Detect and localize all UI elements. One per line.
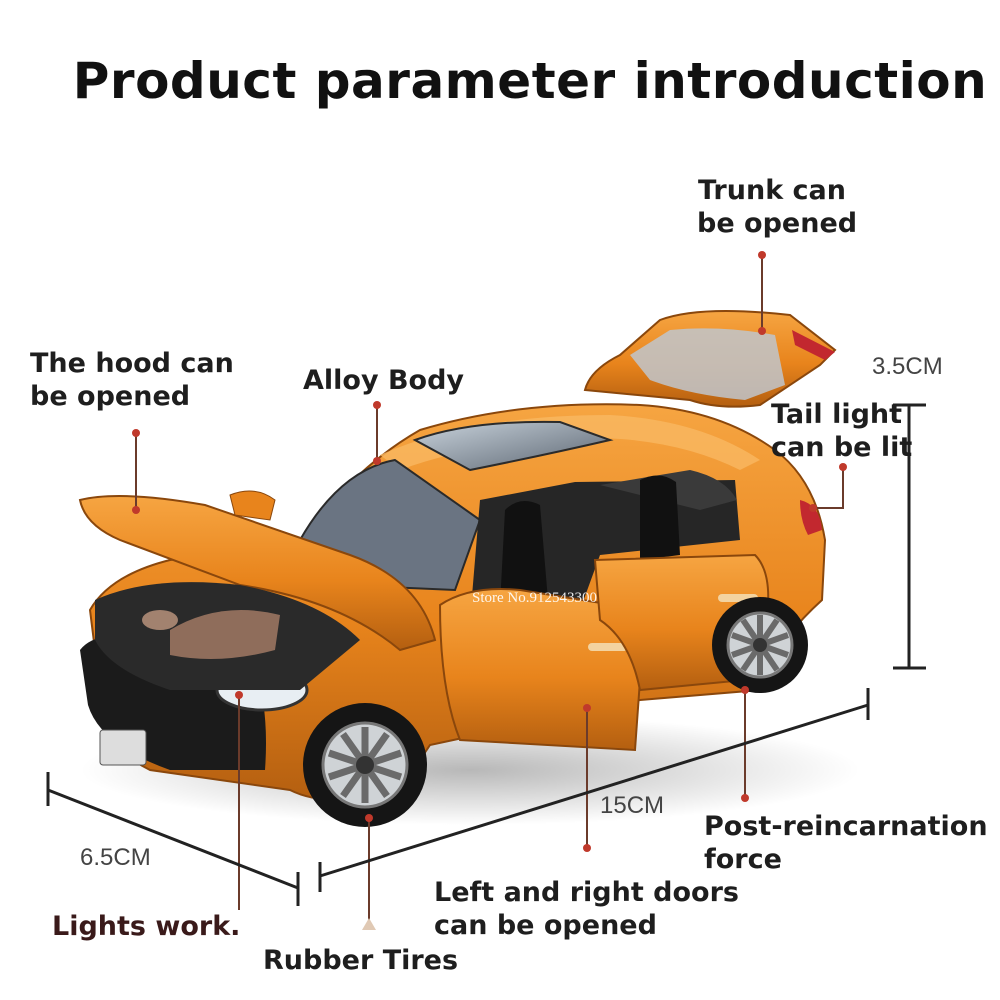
length-dim-line [319,703,869,878]
tires-label: Rubber Tires [263,945,459,976]
alloy-body-label: Alloy Body [303,365,465,396]
length-dimension: 15CM [600,792,665,819]
tail-light [800,500,822,535]
hood-callout-label: The hood can be opened [30,348,234,412]
sunroof [412,420,614,472]
model-car [78,310,837,827]
dimension-lines [46,403,926,906]
front-door [438,588,647,752]
tires-callout-pointer [362,918,376,930]
height-dimension: 3.5CM [872,353,943,380]
page-title: Product parameter introduction [72,52,988,110]
callout-dots [132,251,847,852]
tail-light-callout-dot [839,463,847,471]
license-plate [99,729,147,766]
tail-light-label: Tail light can be lit [771,399,913,463]
width-dimension: 6.5CM [80,844,151,871]
alloy-callout-dot [373,401,381,409]
trunk-callout-label: Trunk can be opened [697,175,858,239]
width-dim-line [47,788,299,890]
store-watermark: Store No.912543300 [472,590,597,606]
hood-callout-dot [132,429,140,437]
tail-light-callout-line [815,468,844,509]
post-reincarnation-label: Post-reincarnation force [704,811,988,875]
rear-wheel [712,597,808,693]
hood-panel [78,495,437,652]
post-reincarnation-callout-dot [741,794,749,802]
lights-label: Lights work. [52,911,241,942]
front-wheel [303,703,427,827]
doors-callout-dot [583,844,591,852]
doors-label: Left and right doors can be opened [434,877,739,941]
trunk-callout-dot [758,251,766,259]
